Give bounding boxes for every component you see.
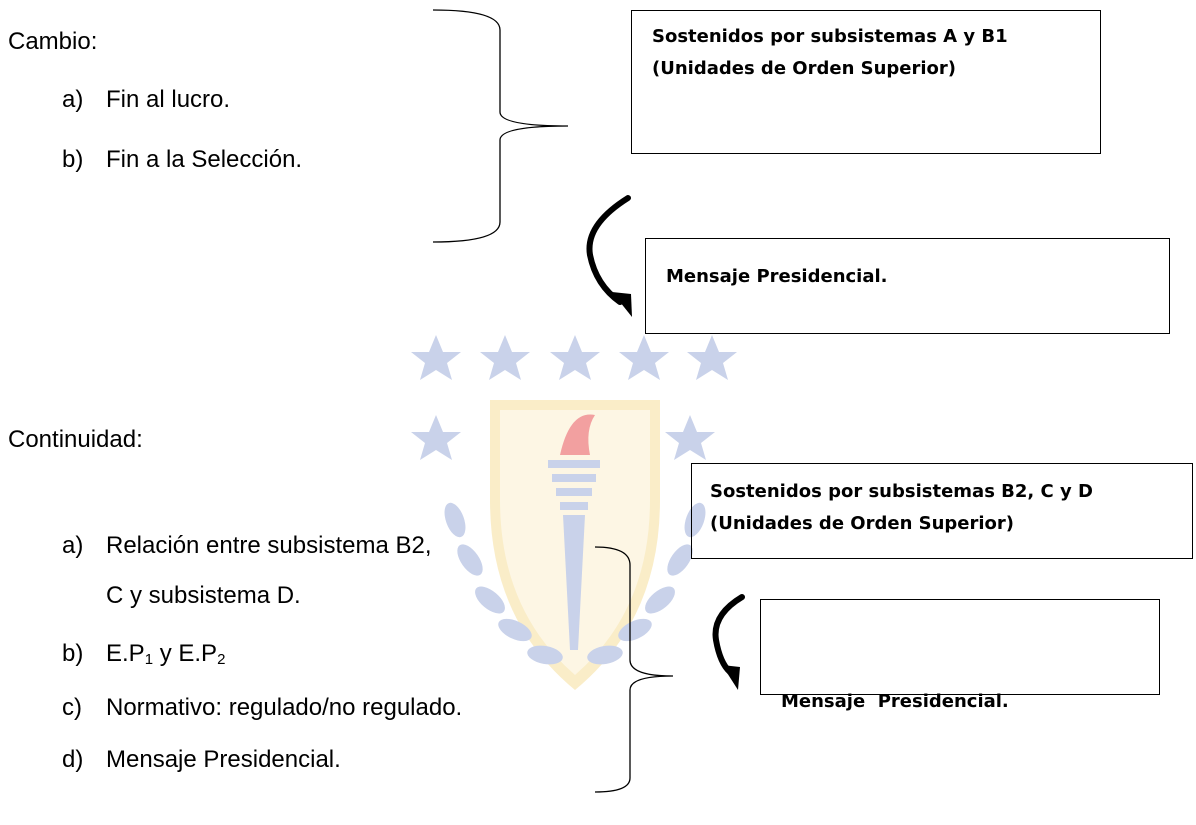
box-line1: Sostenidos por subsistemas B2, C y D [710, 481, 1093, 502]
laurel-icon [444, 502, 706, 665]
box-line1: Sostenidos por subsistemas A y B1 [652, 26, 1008, 47]
mensaje-box-top: Mensaje Presidencial. [645, 238, 1170, 334]
sostenidos-box-top: Sostenidos por subsistemas A y B1 (Unida… [631, 10, 1101, 154]
item-label: a) [62, 86, 84, 113]
curved-arrow-bottom [712, 594, 745, 675]
item-text: Fin al lucro. [106, 86, 231, 113]
brace-top [432, 9, 569, 243]
box-line2: (Unidades de Orden Superior) [652, 58, 957, 79]
box-text: Mensaje Presidencial. [666, 266, 888, 287]
box-line2: (Unidades de Orden Superior) [710, 513, 1015, 534]
item-text: Mensaje Presidencial. [106, 746, 341, 773]
list-item: b) Fin a la Selección. [62, 146, 442, 176]
continuidad-heading: Continuidad: [8, 426, 143, 453]
item-label: b) [62, 146, 84, 173]
list-item: b) E.P1 y E.P2 [62, 640, 562, 670]
item-text: Relación entre subsistema B2, [106, 532, 432, 559]
torch-icon [548, 414, 600, 650]
stars-icon [411, 335, 737, 460]
item-text-continued: C y subsistema D. [106, 582, 301, 609]
item-text: Fin a la Selección. [106, 146, 303, 173]
cambio-heading: Cambio: [8, 28, 98, 55]
list-item: a) Fin al lucro. [62, 86, 442, 116]
list-item: d) Mensaje Presidencial. [62, 746, 562, 776]
box-text: Mensaje Presidencial. [781, 691, 1009, 712]
item-label: d) [62, 746, 84, 773]
list-item: c) Normativo: regulado/no regulado. [62, 694, 622, 724]
mensaje-box-bottom: Mensaje Presidencial. [760, 599, 1160, 712]
sostenidos-box-bottom: Sostenidos por subsistemas B2, C y D (Un… [691, 463, 1193, 559]
brace-bottom [594, 546, 674, 793]
item-text: E.P1 y E.P2 [106, 640, 226, 668]
item-text: Normativo: regulado/no regulado. [106, 694, 463, 721]
list-item: a) Relación entre subsistema B2, C y sub… [62, 532, 562, 622]
item-label: c) [62, 694, 82, 721]
curved-arrow-top [586, 195, 631, 305]
item-label: a) [62, 532, 84, 559]
item-label: b) [62, 640, 84, 667]
